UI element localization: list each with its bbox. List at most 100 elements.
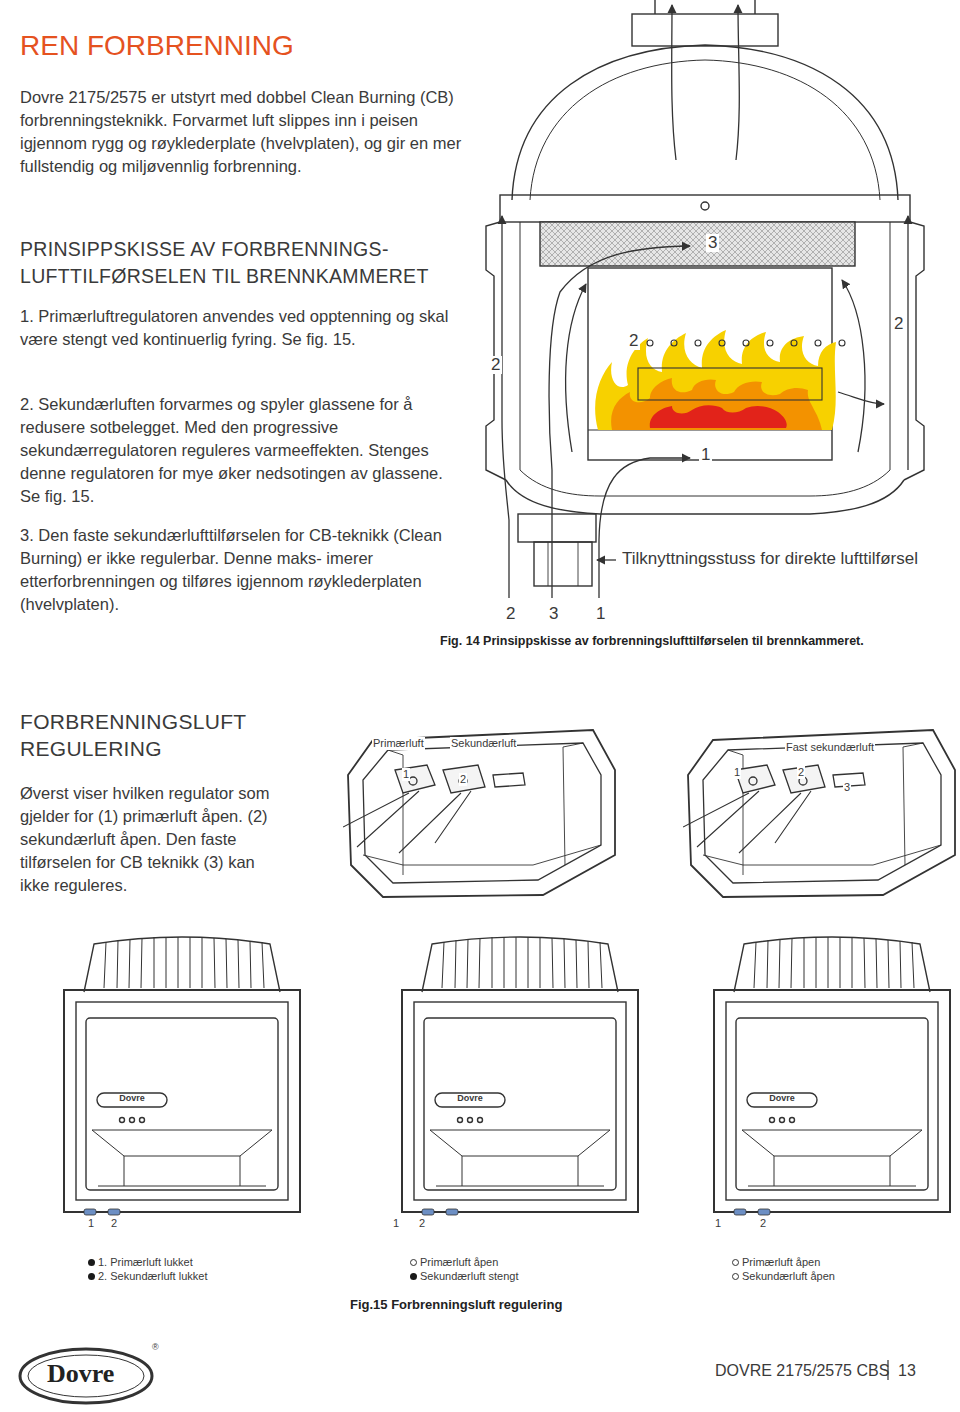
stove-section-part xyxy=(540,222,855,266)
callout-number: 2 xyxy=(459,773,467,786)
callout-number: 2 xyxy=(759,1217,767,1230)
stove-section-part xyxy=(632,14,778,46)
stove-section-part xyxy=(500,195,910,222)
airflow-arrows-part xyxy=(566,284,586,452)
grate-and-air-holes-part xyxy=(695,340,701,346)
list-item: 3. Den faste sekundærlufttilførselen for… xyxy=(20,524,465,616)
front-views-part xyxy=(714,937,950,1215)
front-views-part xyxy=(402,937,638,1215)
legend-text: Primærluft åpen xyxy=(420,1256,498,1269)
airflow-arrows-part xyxy=(736,5,739,160)
stove-section-part xyxy=(534,542,592,586)
stove-section-part xyxy=(520,470,890,496)
callout-number: 2 xyxy=(797,766,805,779)
legend-dot xyxy=(88,1259,95,1266)
stove-section-part xyxy=(530,60,880,200)
grate-and-air-holes-part xyxy=(719,340,725,346)
airflow-arrows xyxy=(502,5,908,598)
callout-number: 3 xyxy=(706,234,719,252)
part-label: Sekundærluft xyxy=(450,737,517,750)
grate-and-air-holes-part xyxy=(647,340,653,346)
callout-number: 1 xyxy=(87,1217,95,1230)
callout-number: 3 xyxy=(843,781,851,794)
callout-number: 1 xyxy=(714,1217,722,1230)
legend-dot xyxy=(88,1273,95,1280)
legend-dot xyxy=(410,1259,417,1266)
flame xyxy=(595,330,836,430)
front-views xyxy=(64,937,950,1215)
stove-section-part xyxy=(890,222,891,470)
legend-text: 1. Primærluft lukket xyxy=(98,1256,193,1269)
airflow-arrows-part xyxy=(549,246,690,598)
part-label: Fast sekundærluft xyxy=(785,741,875,754)
airflow-arrows-part xyxy=(907,216,908,470)
airflow-arrows-part xyxy=(842,280,865,452)
callout-number: 1 xyxy=(594,605,607,623)
legend-text: Sekundærluft åpen xyxy=(742,1270,835,1283)
section-heading: FORBRENNINGSLUFT REGULERING xyxy=(20,708,282,762)
badge-text: Dovre xyxy=(102,1094,162,1104)
airflow-arrows-part xyxy=(838,392,884,404)
callout-number: 2 xyxy=(627,332,640,350)
stove-section-part xyxy=(518,514,596,542)
stove-section-part xyxy=(701,202,709,210)
footer-art-part xyxy=(20,1349,152,1403)
footer-text: DOVRE 2175/2575 CBS xyxy=(715,1361,889,1380)
page-title: REN FORBRENNING xyxy=(20,30,294,62)
callout-number: 2 xyxy=(504,605,517,623)
regulator-views-part xyxy=(683,730,955,897)
section-heading: PRINSIPPSKISSE AV FORBRENNINGS- LUFTTILF… xyxy=(20,236,470,290)
airflow-arrows-part xyxy=(597,559,616,560)
flame-part xyxy=(611,378,822,430)
grate-and-air-holes-part xyxy=(839,340,845,346)
callout-number: 2 xyxy=(110,1217,118,1230)
flame-part xyxy=(650,405,787,428)
badge-text: Dovre xyxy=(752,1094,812,1104)
airflow-arrows-part xyxy=(502,216,509,598)
regulator-views-part xyxy=(343,730,615,897)
grate-and-air-holes-part xyxy=(791,340,797,346)
stove-section-part xyxy=(520,222,521,470)
page-number: 13 xyxy=(898,1361,916,1380)
footer-art-part xyxy=(28,1355,144,1397)
flame-part xyxy=(595,330,836,430)
callout-number: 1 xyxy=(733,766,741,779)
callout-number: 2 xyxy=(489,356,502,374)
legend-dot xyxy=(732,1273,739,1280)
callout-number: 1 xyxy=(392,1217,400,1230)
airflow-arrows-part xyxy=(599,458,690,598)
grate-and-air-holes-part xyxy=(815,340,821,346)
logo-mark: ® xyxy=(152,1343,159,1352)
stove-section-part xyxy=(512,45,898,200)
part-label: Primærluft xyxy=(372,737,425,750)
legend-text: Sekundærluft stengt xyxy=(420,1270,518,1283)
legend-dot xyxy=(732,1259,739,1266)
grate-and-air-holes-part xyxy=(671,340,677,346)
logo-text: Dovre xyxy=(47,1360,114,1389)
callout-number: 1 xyxy=(402,768,410,781)
grate-and-air-holes-part xyxy=(638,368,822,400)
legend-text: 2. Sekundærluft lukket xyxy=(98,1270,207,1283)
grate-and-air-holes-part xyxy=(767,340,773,346)
intro-text: Dovre 2175/2575 er utstyrt med dobbel Cl… xyxy=(20,86,475,178)
callout-number: 3 xyxy=(547,605,560,623)
legend-text: Primærluft åpen xyxy=(742,1256,820,1269)
badge-text: Dovre xyxy=(440,1094,500,1104)
grate-and-air-holes-part xyxy=(743,340,749,346)
stove-section-part xyxy=(506,480,904,514)
callout-number: 1 xyxy=(699,446,712,464)
callout-number: 2 xyxy=(418,1217,426,1230)
airflow-arrows-part xyxy=(672,5,676,160)
list-item: 1. Primærluftregulatoren anvendes ved op… xyxy=(20,305,465,351)
regulator-views xyxy=(343,730,955,897)
grate-and-air-holes xyxy=(638,340,845,400)
figure-caption: Fig. 14 Prinsippskisse av forbrenningslu… xyxy=(440,634,864,649)
stove-section-part xyxy=(904,222,924,480)
callout-number: 2 xyxy=(892,315,905,333)
stove-section-part xyxy=(655,0,755,14)
list-item: 2. Sekundærluften forvarmes og spyler gl… xyxy=(20,393,465,508)
legend-dot xyxy=(410,1273,417,1280)
front-views-part xyxy=(64,937,300,1215)
